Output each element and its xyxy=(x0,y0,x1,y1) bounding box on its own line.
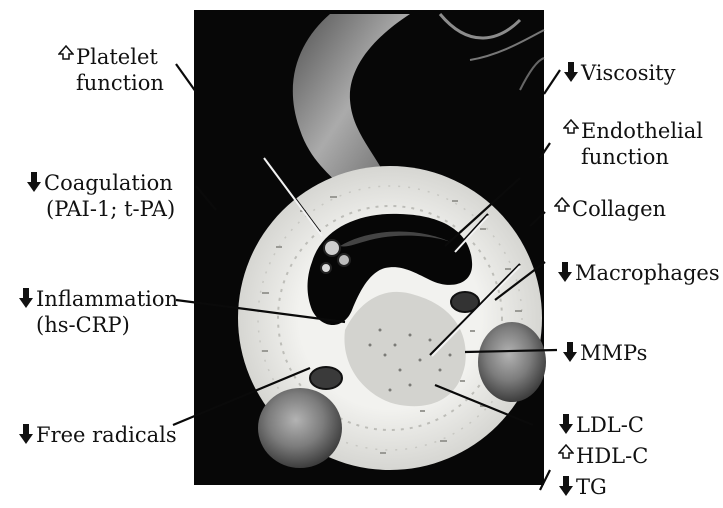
down-arrow-icon xyxy=(563,61,579,83)
up-arrow-icon xyxy=(563,119,579,141)
down-arrow-icon xyxy=(558,475,574,497)
label-hdl-c: HDL-C xyxy=(558,443,648,469)
label-ldl-c: LDL-C xyxy=(558,412,644,438)
label-collagen: Collagen xyxy=(554,196,666,222)
down-arrow-icon xyxy=(18,423,34,445)
up-arrow-icon xyxy=(58,45,74,67)
label-mmps: MMPs xyxy=(562,340,647,366)
label-inflammation: Inflammation (hs-CRP) xyxy=(18,286,178,338)
down-arrow-icon xyxy=(558,413,574,435)
label-tg: TG xyxy=(558,474,607,500)
label-viscosity: Viscosity xyxy=(563,60,676,86)
label-endothelial-function: Endothelial function xyxy=(563,118,703,170)
down-arrow-icon xyxy=(557,261,573,283)
red-blood-cell-bottom xyxy=(258,388,342,468)
up-arrow-icon xyxy=(558,444,574,466)
label-coagulation: Coagulation (PAI-1; t-PA) xyxy=(26,170,175,222)
label-macrophages: Macrophages xyxy=(557,260,720,286)
label-free-radicals: Free radicals xyxy=(18,422,177,448)
red-blood-cell-right xyxy=(478,322,546,402)
down-arrow-icon xyxy=(562,341,578,363)
down-arrow-icon xyxy=(18,287,34,309)
up-arrow-icon xyxy=(554,197,570,219)
macrophage-2 xyxy=(310,367,342,389)
label-platelet-function: Platelet function xyxy=(58,44,164,96)
down-arrow-icon xyxy=(26,171,42,193)
